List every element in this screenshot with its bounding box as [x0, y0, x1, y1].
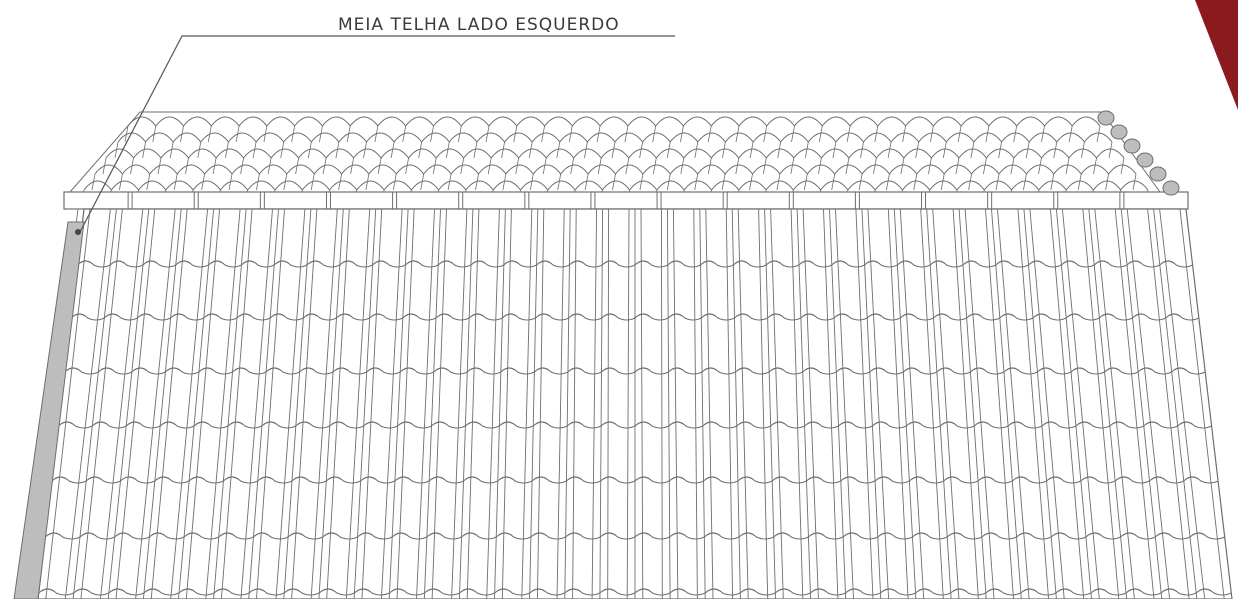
half-tile-back: [1123, 138, 1141, 154]
back-tile-row: [105, 148, 1125, 159]
front-tile-course: [64, 367, 1206, 375]
back-tile-row: [127, 116, 1101, 127]
front-tile-course: [51, 476, 1219, 484]
half-tile-back: [1097, 110, 1115, 126]
front-tile-course: [44, 532, 1225, 540]
back-slope-outline: [68, 111, 1161, 193]
front-tile-course: [38, 588, 1232, 596]
front-roof-slope: [29, 208, 1233, 599]
half-tile-back: [1149, 166, 1167, 182]
ridge-board: [63, 191, 1189, 210]
annotation-label: MEIA TELHA LADO ESQUERDO: [338, 15, 620, 35]
red-corner-shape: [1195, 0, 1238, 110]
front-tile-course: [70, 313, 1200, 321]
half-tile-back: [1136, 152, 1154, 168]
half-tile-back: [1162, 180, 1180, 196]
back-tile-row: [83, 180, 1149, 191]
front-tile-course: [77, 260, 1193, 268]
leader-line: [79, 35, 675, 233]
back-roof-slope: [68, 111, 1161, 207]
back-tile-row: [94, 164, 1137, 175]
half-tile-right-back: [1097, 110, 1180, 196]
ridge-outline: [63, 191, 1189, 210]
leader-dot: [75, 229, 81, 235]
front-tile-course: [58, 421, 1212, 429]
half-tile-left-column: [13, 221, 85, 599]
half-tile-back: [1110, 124, 1128, 140]
